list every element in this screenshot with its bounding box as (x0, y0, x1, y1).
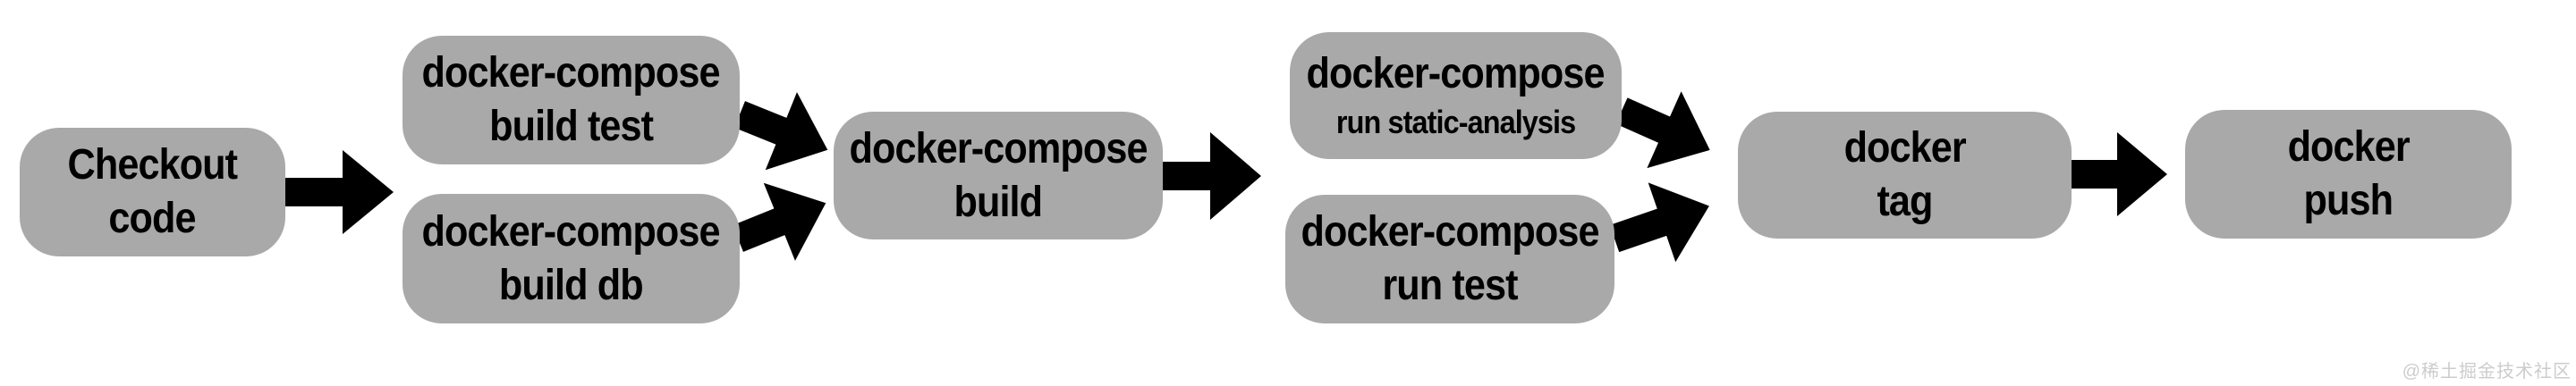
arrow-build-to-run-stage-icon (1163, 132, 1261, 220)
node-label-line1: Checkout (67, 141, 239, 189)
node-label-line1: docker-compose (1306, 50, 1606, 97)
arrow-tag-to-push-icon (2072, 132, 2167, 216)
node-label-line2: code (108, 195, 197, 242)
node-docker-tag: docker tag (1738, 112, 2072, 239)
node-label-line2: run static-analysis (1335, 104, 1576, 140)
node-docker-compose-run-static-analysis: docker-compose run static-analysis (1290, 32, 1622, 159)
node-label-line2: build (953, 178, 1044, 226)
arrow-build-test-to-build-icon (734, 92, 828, 171)
node-label-line1: docker-compose (1301, 208, 1599, 256)
node-label-line1: docker (1843, 124, 1966, 172)
arrow-run-static-to-tag-icon (1615, 91, 1710, 169)
node-docker-compose-build-test: docker-compose build test (402, 36, 740, 164)
node-label-line2: run test (1382, 262, 1518, 309)
node-label-line2: push (2303, 177, 2394, 224)
watermark: @稀土掘金技术社区 (2402, 362, 2572, 382)
node-label-line1: docker-compose (849, 124, 1148, 172)
node-label-line1: docker-compose (421, 49, 721, 96)
node-checkout-code: Checkout code (20, 128, 285, 256)
node-label-line1: docker (2287, 123, 2410, 171)
node-docker-compose-build: docker-compose build (834, 112, 1163, 239)
node-label-line2: build db (499, 261, 644, 309)
node-docker-push: docker push (2185, 110, 2512, 239)
node-label-line2: build test (488, 103, 654, 150)
node-docker-compose-build-db: docker-compose build db (402, 194, 740, 323)
node-label-line2: tag (1877, 178, 1933, 225)
arrow-checkout-to-build-stage-icon (285, 150, 394, 234)
arrow-run-test-to-tag-icon (1609, 182, 1709, 263)
node-label-line1: docker-compose (421, 207, 721, 256)
arrow-build-db-to-build-icon (733, 182, 826, 261)
node-docker-compose-run-test: docker-compose run test (1285, 195, 1614, 323)
